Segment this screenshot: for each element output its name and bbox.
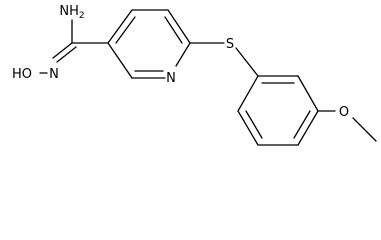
hydroxyl-label: HO: [12, 67, 32, 82]
methoxy-oxygen-label: O: [339, 105, 349, 120]
bond-benz-6: [237, 75, 259, 112]
bond-benz-5: [237, 110, 259, 146]
bonds: [39, 9, 377, 146]
bond-benz-3-inner: [293, 110, 311, 139]
bond-ring-3-inner: [164, 16, 183, 44]
bond-ring-6: [107, 42, 133, 79]
amine-label: NH2: [59, 4, 84, 21]
bond-benz-5-inner: [245, 110, 263, 139]
atom-labels: NH2 HO N N S O: [12, 4, 349, 120]
bond-o-methyl: [352, 117, 377, 142]
bond-benz-2: [297, 75, 319, 112]
imine-nitrogen-label: N: [49, 67, 59, 82]
bond-benz-3: [297, 110, 319, 146]
bond-c-n-double-b: [56, 46, 77, 63]
pyridine-nitrogen-label: N: [166, 71, 176, 86]
bond-ring-1-inner: [115, 16, 136, 44]
bond-ring-4: [175, 42, 191, 67]
bond-s-phenyl: [235, 47, 259, 77]
sulfur-label: S: [226, 37, 234, 52]
bond-ring-1: [107, 9, 133, 44]
bond-ring-3: [167, 9, 191, 44]
structure-canvas: NH2 HO N N S O: [12, 4, 377, 146]
molecule-drawing: NH2 HO N N S O: [12, 4, 377, 146]
bond-c-n-double-a: [52, 42, 73, 59]
